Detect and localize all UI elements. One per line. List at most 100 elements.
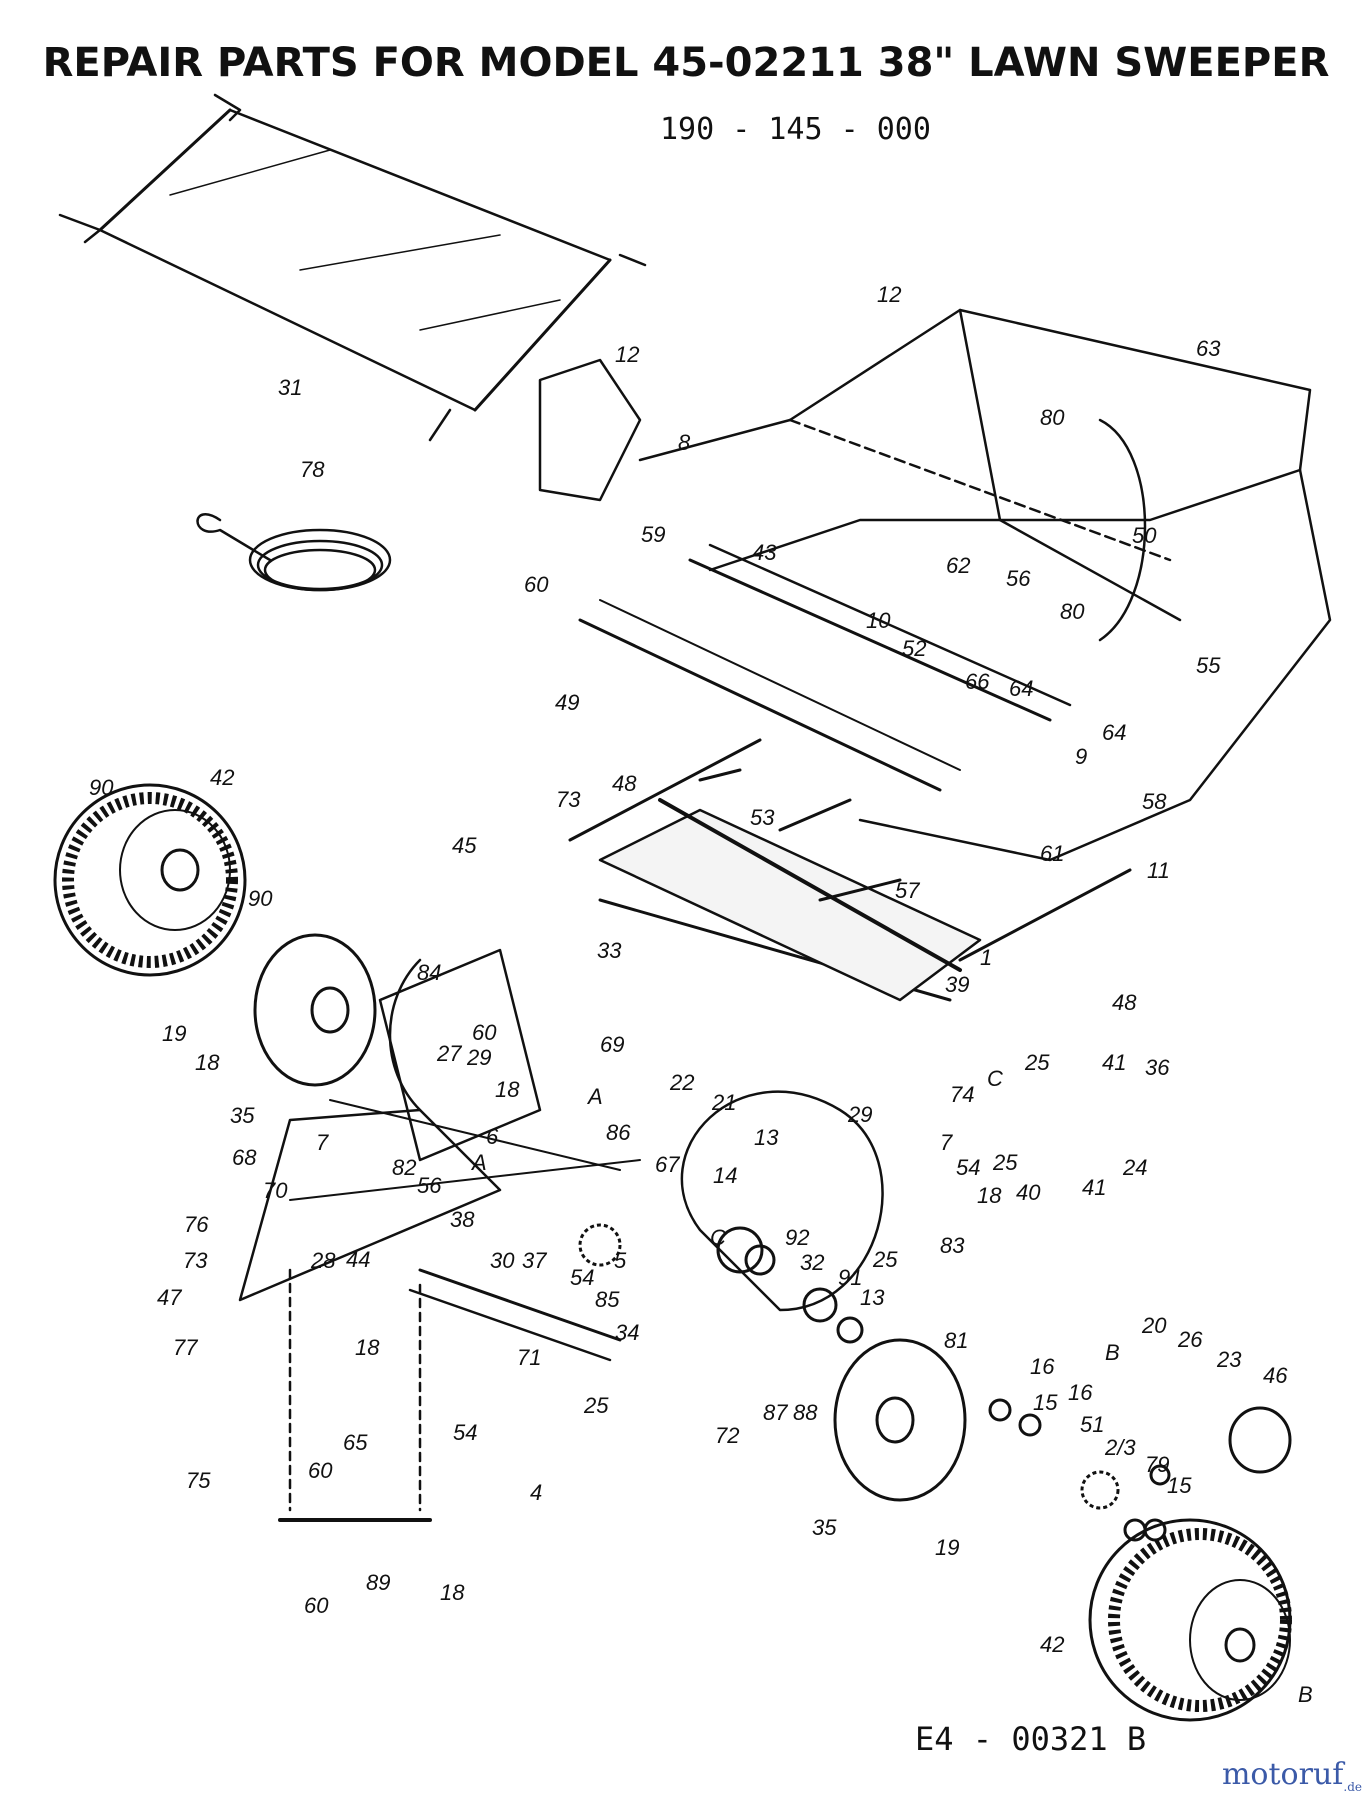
callout-c59: 59 bbox=[641, 522, 665, 547]
callout-c42a: 42 bbox=[210, 765, 234, 790]
callout-c60c: 60 bbox=[308, 1458, 333, 1483]
callout-cC2: C bbox=[710, 1225, 726, 1250]
tow-cord-drawing bbox=[196, 513, 392, 592]
callout-c76: 76 bbox=[184, 1212, 209, 1237]
callout-c10: 10 bbox=[866, 608, 891, 633]
callout-c69: 69 bbox=[600, 1032, 624, 1057]
callout-c21: 21 bbox=[711, 1090, 736, 1115]
callout-c29b: 29 bbox=[847, 1102, 872, 1127]
callout-c81: 81 bbox=[944, 1328, 968, 1353]
callout-c90a: 90 bbox=[89, 775, 114, 800]
callout-c33: 33 bbox=[597, 938, 622, 963]
callout-c82: 82 bbox=[392, 1155, 416, 1180]
callout-c20: 20 bbox=[1141, 1313, 1167, 1338]
callout-c15b: 15 bbox=[1167, 1473, 1192, 1498]
callout-c25a: 25 bbox=[1024, 1050, 1050, 1075]
callout-c55: 55 bbox=[1196, 653, 1221, 678]
callout-cB2: B bbox=[1298, 1682, 1313, 1707]
callout-c87: 87 bbox=[763, 1400, 788, 1425]
callout-c11: 11 bbox=[1147, 858, 1170, 883]
hub-cap-drawing bbox=[1228, 1406, 1292, 1474]
callout-c92: 92 bbox=[785, 1225, 809, 1250]
callout-cB1: B bbox=[1105, 1340, 1120, 1365]
callout-c19a: 19 bbox=[162, 1021, 186, 1046]
callout-c9: 9 bbox=[1075, 744, 1087, 769]
callout-c80a: 80 bbox=[1040, 405, 1065, 430]
callout-c65: 65 bbox=[343, 1430, 368, 1455]
callout-c66: 66 bbox=[965, 669, 990, 694]
callout-c54c: 54 bbox=[453, 1420, 477, 1445]
callout-c79: 79 bbox=[1145, 1452, 1169, 1477]
watermark-logo: motoruf.de bbox=[1222, 1757, 1362, 1794]
callout-cA2: A bbox=[470, 1150, 487, 1175]
callout-c13b: 13 bbox=[860, 1285, 885, 1310]
callout-c6: 6 bbox=[486, 1124, 499, 1149]
callout-c16b: 16 bbox=[1068, 1380, 1093, 1405]
callout-c73b: 73 bbox=[183, 1248, 208, 1273]
callout-c15a: 15 bbox=[1033, 1390, 1058, 1415]
callout-c14: 14 bbox=[713, 1163, 737, 1188]
callout-c25b: 25 bbox=[992, 1150, 1018, 1175]
callout-c40: 40 bbox=[1016, 1180, 1041, 1205]
right-hub-drawing bbox=[833, 1338, 967, 1502]
callout-c62: 62 bbox=[946, 553, 970, 578]
callout-c31: 31 bbox=[278, 375, 302, 400]
callout-c74: 74 bbox=[950, 1082, 974, 1107]
callout-c58: 58 bbox=[1142, 789, 1167, 814]
callout-c54b: 54 bbox=[570, 1265, 594, 1290]
callout-c24: 24 bbox=[1122, 1155, 1147, 1180]
callout-c12a: 12 bbox=[877, 282, 901, 307]
callout-c56b: 56 bbox=[417, 1173, 442, 1198]
callout-c52: 52 bbox=[902, 636, 926, 661]
hopper-drawing bbox=[638, 308, 1332, 862]
callout-c45: 45 bbox=[452, 833, 477, 858]
callout-c37: 37 bbox=[522, 1248, 547, 1273]
callout-c49: 49 bbox=[555, 690, 579, 715]
callout-c22: 22 bbox=[669, 1070, 694, 1095]
callout-c16a: 16 bbox=[1030, 1354, 1055, 1379]
callout-c48a: 48 bbox=[612, 771, 637, 796]
callout-c1: 1 bbox=[980, 945, 992, 970]
callout-c46: 46 bbox=[1263, 1363, 1288, 1388]
callout-cA1: A bbox=[586, 1084, 603, 1109]
bag-frame-drawing bbox=[58, 93, 647, 442]
callout-c27: 27 bbox=[436, 1041, 462, 1066]
callout-c39: 39 bbox=[945, 972, 969, 997]
callout-c5: 5 bbox=[614, 1248, 627, 1273]
callout-c56a: 56 bbox=[1006, 566, 1031, 591]
right-side-plate-drawing bbox=[680, 1090, 884, 1312]
callout-c67: 67 bbox=[655, 1152, 680, 1177]
callout-c53: 53 bbox=[750, 805, 775, 830]
callout-c71: 71 bbox=[517, 1345, 541, 1370]
callout-c90b: 90 bbox=[248, 886, 273, 911]
callout-c41b: 41 bbox=[1082, 1175, 1106, 1200]
callout-c18c: 18 bbox=[977, 1183, 1002, 1208]
left-side-plate-drawing bbox=[378, 948, 542, 1162]
callout-c7a: 7 bbox=[316, 1130, 329, 1155]
callout-c72: 72 bbox=[715, 1423, 739, 1448]
callout-c61: 61 bbox=[1040, 841, 1064, 866]
callout-c30: 30 bbox=[490, 1248, 515, 1273]
callout-c68: 68 bbox=[232, 1145, 257, 1170]
callout-c88: 88 bbox=[793, 1400, 818, 1425]
callout-c28: 28 bbox=[310, 1248, 336, 1273]
callout-c29a: 29 bbox=[466, 1045, 491, 1070]
drawing-number: 190 - 145 - 000 bbox=[660, 112, 931, 147]
left-hub-drawing bbox=[253, 933, 377, 1087]
callout-c47: 47 bbox=[157, 1285, 182, 1310]
page-title: REPAIR PARTS FOR MODEL 45-02211 38" LAWN… bbox=[42, 40, 1330, 86]
callout-c35a: 35 bbox=[230, 1103, 255, 1128]
callout-c77: 77 bbox=[173, 1335, 198, 1360]
callout-c60b: 60 bbox=[472, 1020, 497, 1045]
callout-c41a: 41 bbox=[1102, 1050, 1126, 1075]
gear-and-hardware-drawing bbox=[578, 1223, 1171, 1542]
callout-c13a: 13 bbox=[754, 1125, 779, 1150]
left-wheel-drawing bbox=[53, 783, 247, 977]
callout-c54a: 54 bbox=[956, 1155, 980, 1180]
callout-c26: 26 bbox=[1177, 1327, 1203, 1352]
callout-c18d: 18 bbox=[355, 1335, 380, 1360]
watermark-suffix: .de bbox=[1343, 1780, 1362, 1794]
document-reference: E4 - 00321 B bbox=[915, 1720, 1147, 1758]
